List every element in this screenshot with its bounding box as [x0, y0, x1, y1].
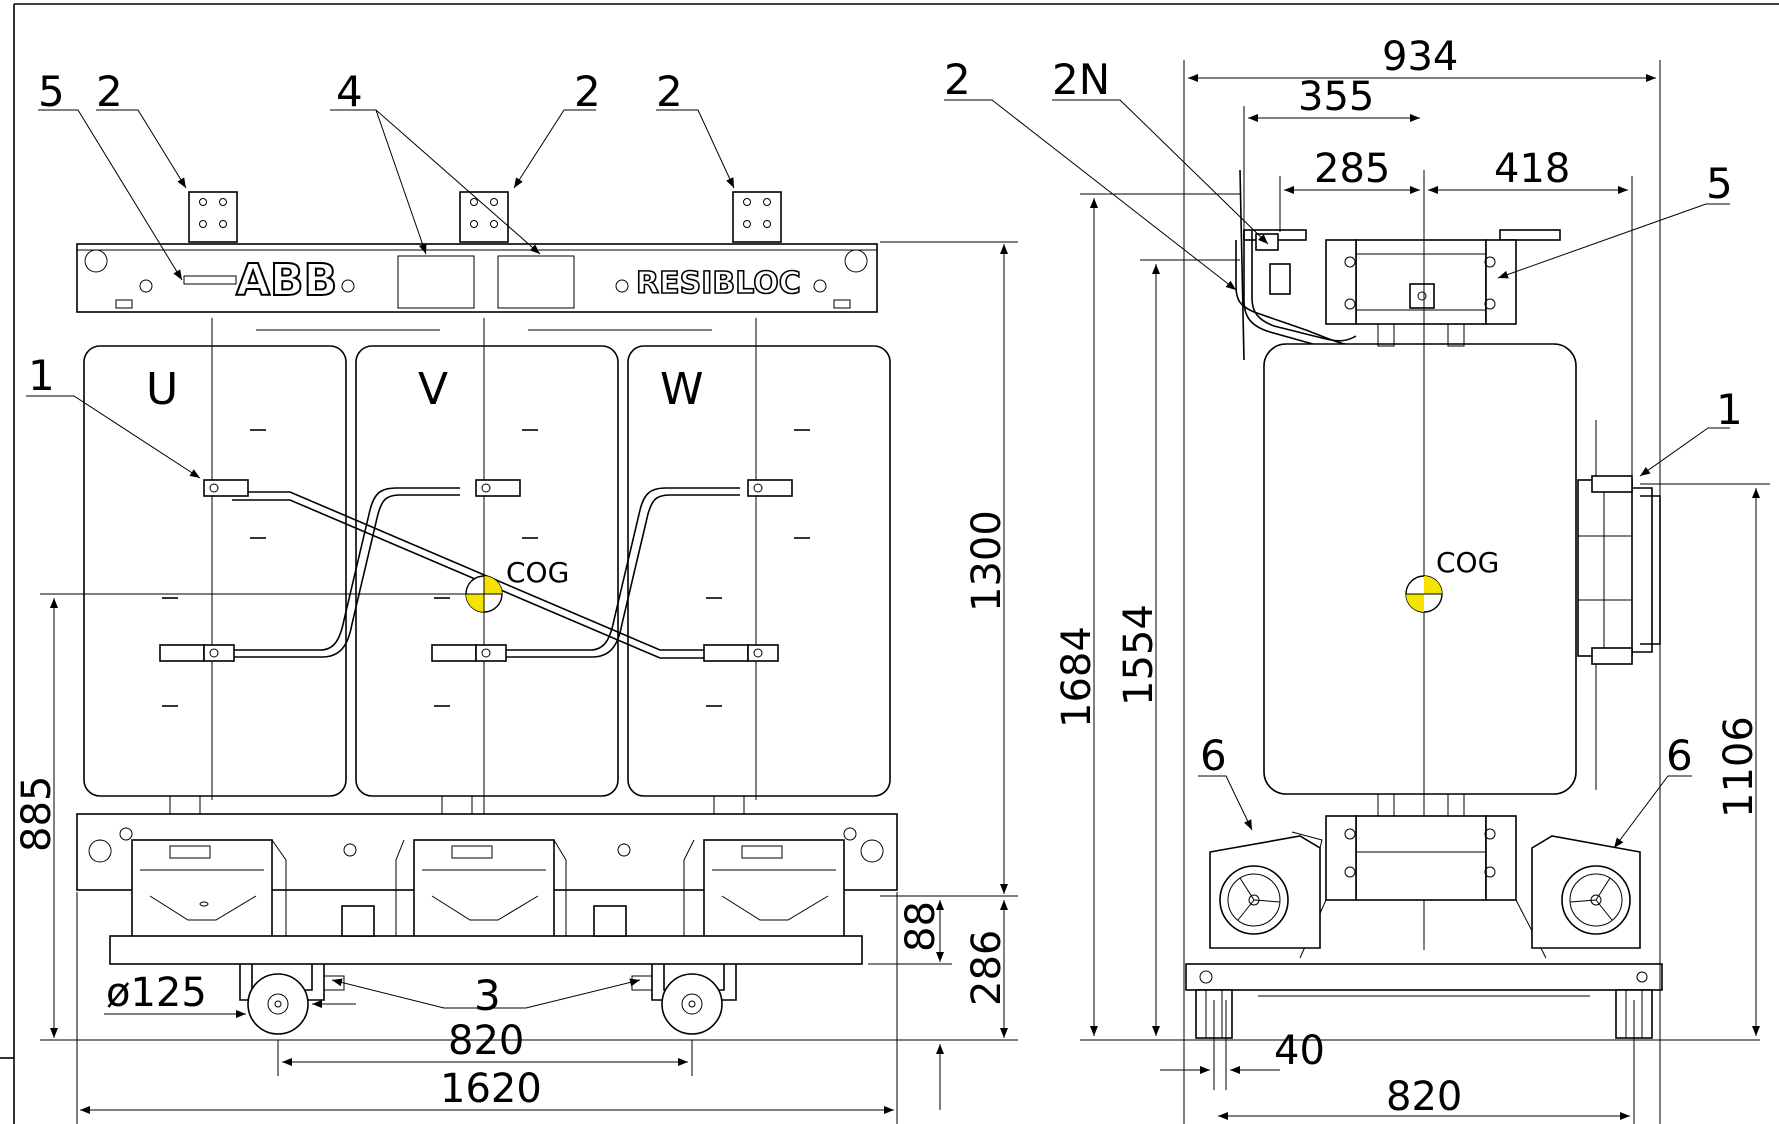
- terminal-lugs: [159, 479, 793, 662]
- dim-934: 934: [1382, 34, 1458, 80]
- dim-285: 285: [1314, 146, 1390, 192]
- dim-1684: 1684: [1054, 626, 1100, 728]
- side-lifting-bracket: [1577, 475, 1661, 665]
- callout-6-left: 6: [1200, 731, 1227, 780]
- phase-label-v: V: [418, 364, 448, 415]
- cooling-fan-v: [395, 839, 567, 941]
- dim-355: 355: [1298, 74, 1374, 120]
- winding-v: V: [355, 345, 619, 797]
- callout-4: 4: [336, 67, 363, 116]
- lifting-lug-right: [732, 191, 782, 243]
- dim-820-front: 820: [448, 1018, 524, 1064]
- lifting-lug-left: [188, 191, 238, 243]
- cooling-fan-u: [131, 839, 287, 941]
- cooling-fan-w: [683, 839, 845, 941]
- dim-286: 286: [964, 930, 1010, 1006]
- dim-1620: 1620: [440, 1066, 542, 1112]
- callout-1-front: 1: [28, 351, 55, 400]
- phase-label-u: U: [146, 364, 178, 415]
- dim-1300: 1300: [964, 510, 1010, 612]
- abb-logo: ABB: [236, 255, 337, 306]
- cog-marker-side: COG: [1405, 546, 1499, 613]
- callout-2-middle-lug: 2: [574, 67, 601, 116]
- dim-418: 418: [1494, 146, 1570, 192]
- dimensions-side: 934 355 285 418 1684 1554 1106 40: [1054, 34, 1770, 1124]
- top-clamping-frame: ABB RESIBLOC: [76, 243, 878, 313]
- callout-2n: 2N: [1052, 55, 1110, 104]
- front-view: ABB RESIBLOC U V W: [14, 67, 1018, 1124]
- phase-label-w: W: [660, 364, 704, 415]
- dim-125: ø125: [106, 970, 207, 1016]
- side-view: COG: [944, 34, 1770, 1124]
- delta-connection-bars: [159, 479, 793, 662]
- callout-2-left-lug: 2: [96, 67, 123, 116]
- cog-label-side: COG: [1436, 546, 1499, 579]
- side-bottom-clamp: [1299, 815, 1547, 959]
- dim-88: 88: [898, 901, 944, 952]
- resibloc-logo: RESIBLOC: [636, 266, 801, 301]
- dim-1106: 1106: [1716, 716, 1762, 818]
- side-top-busbars: [1235, 169, 1561, 361]
- side-fan-left: [1209, 831, 1323, 949]
- dim-40: 40: [1274, 1028, 1325, 1074]
- callout-5-front: 5: [38, 67, 65, 116]
- callout-1-side: 1: [1716, 385, 1743, 434]
- dim-885: 885: [14, 776, 60, 852]
- callouts-side: 2 2N 5 1 6 6: [944, 55, 1743, 849]
- side-base-frame: [1185, 963, 1663, 1039]
- callout-2-right-lug: 2: [656, 67, 683, 116]
- wheel-left: [239, 964, 345, 1035]
- callouts-front: 5 2 4 2 2 1 3: [26, 67, 735, 1020]
- cog-label-front: COG: [506, 556, 569, 589]
- side-fan-right: [1531, 835, 1641, 949]
- base-frame: [109, 905, 863, 965]
- dimensions-front: 1300 885 88 286 820 1620 ø125: [14, 241, 1018, 1124]
- wheel-right: [631, 964, 737, 1035]
- lifting-lug-middle: [459, 191, 509, 243]
- dim-1554: 1554: [1116, 604, 1162, 706]
- callout-3: 3: [474, 971, 501, 1020]
- winding-w: W: [627, 345, 891, 797]
- winding-u: U: [83, 345, 347, 797]
- tap-marks: [162, 429, 810, 707]
- callout-2-side: 2: [944, 55, 971, 104]
- callout-5-side: 5: [1706, 159, 1733, 208]
- dim-820-side: 820: [1386, 1074, 1462, 1120]
- callout-6-right: 6: [1666, 731, 1693, 780]
- drawing-frame: [0, 3, 1779, 1124]
